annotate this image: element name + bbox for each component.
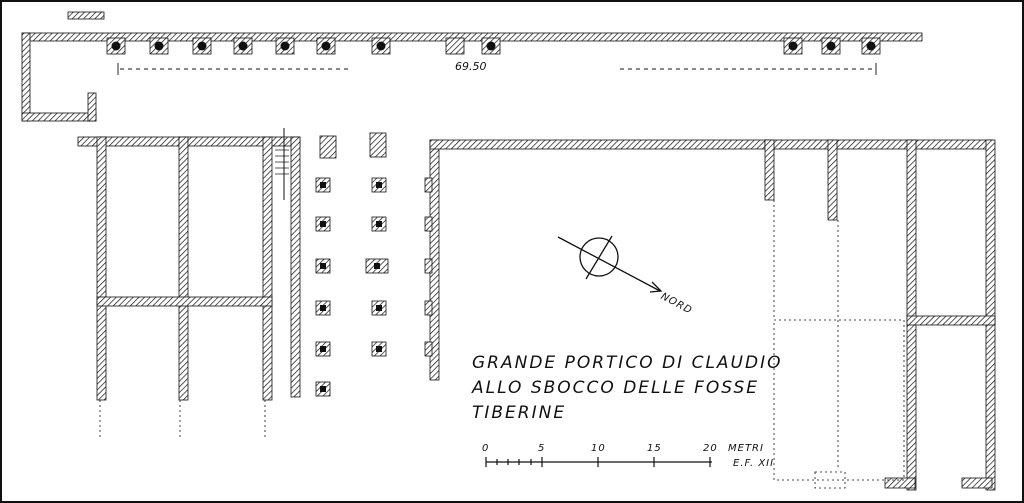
- courtyard-walls: [424, 139, 771, 381]
- stair: [275, 128, 289, 200]
- plan-title-line-3: TIBERINE: [472, 403, 567, 423]
- scale-tick-label: 0: [482, 443, 490, 454]
- top-colonnade: [21, 11, 923, 122]
- central-pier-grid: [315, 132, 389, 397]
- scale-bar: [485, 457, 712, 467]
- scale-unit-label: METRI: [728, 443, 764, 454]
- scale-tick-label: 5: [538, 443, 546, 454]
- sheet-code-label: E.F. XII: [733, 458, 775, 469]
- scale-tick-label: 20: [703, 443, 718, 454]
- north-arrow: [557, 235, 663, 293]
- scale-tick-label: 15: [647, 443, 662, 454]
- plan-title-line-1: GRANDE PORTICO DI CLAUDIO: [472, 353, 783, 373]
- plan-title-line-2: ALLO SBOCCO DELLE FOSSE: [472, 378, 759, 398]
- left-rooms: [77, 136, 301, 401]
- top-pier-row: [106, 37, 881, 55]
- dimension-line: [117, 63, 877, 75]
- right-rooms: [764, 139, 996, 491]
- scale-tick-label: 10: [591, 443, 606, 454]
- dotted-foundations: [99, 200, 905, 489]
- dimension-label: 69.50: [455, 60, 487, 73]
